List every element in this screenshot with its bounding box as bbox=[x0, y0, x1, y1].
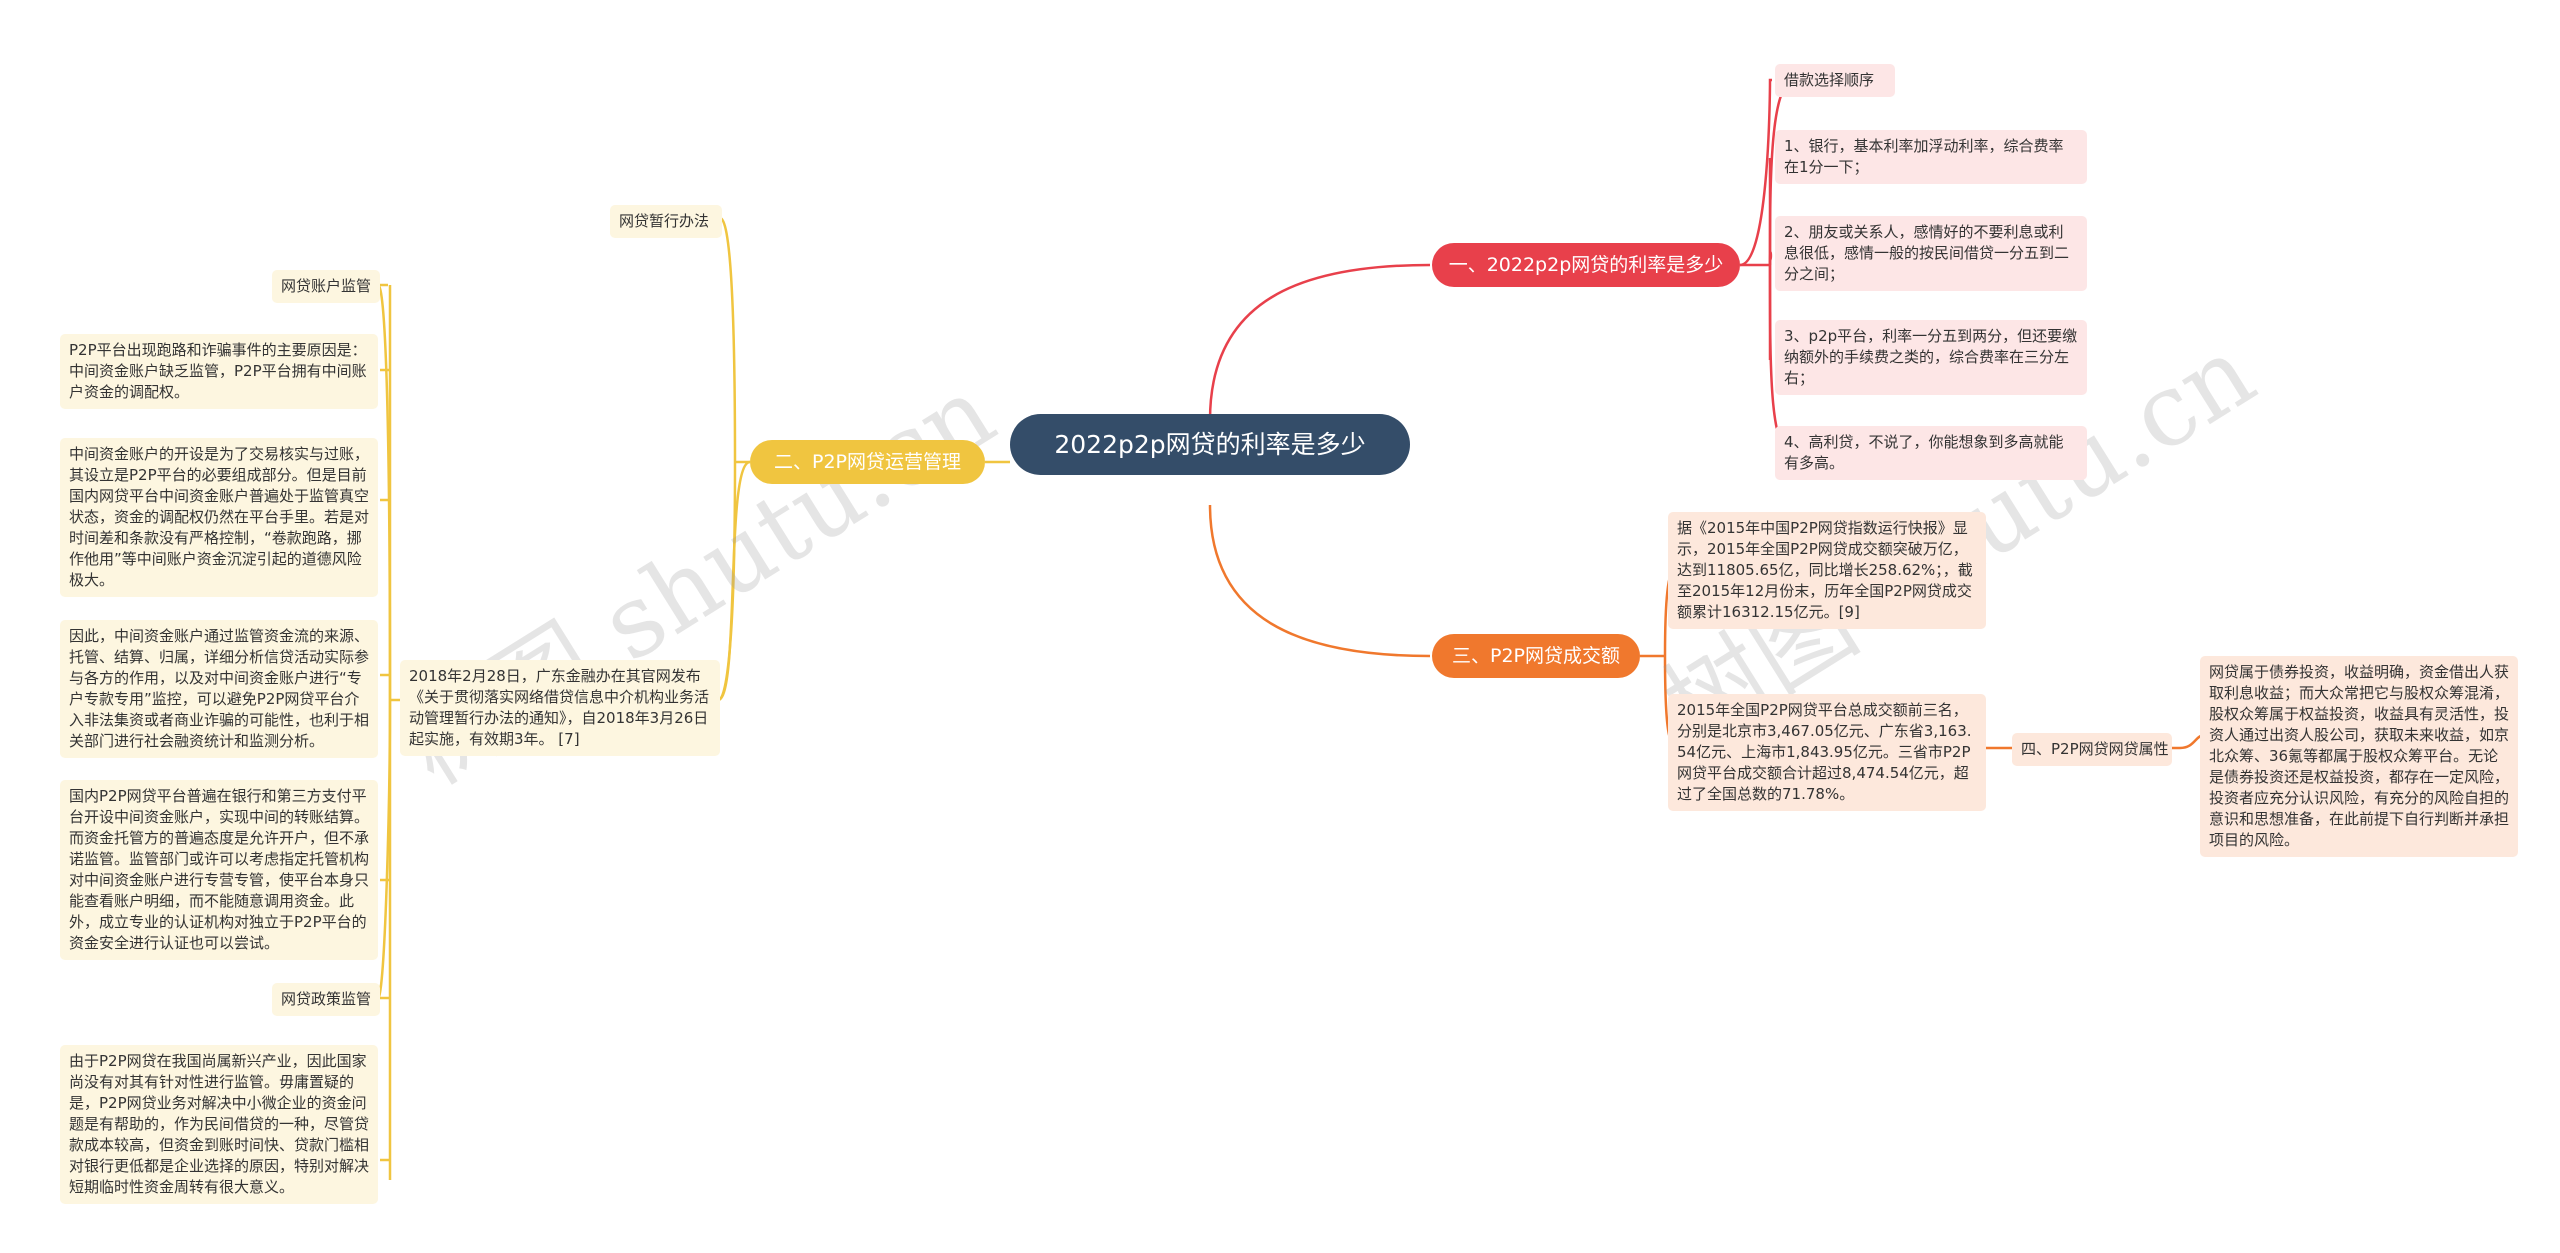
leaf-friends[interactable]: 2、朋友或关系人，感情好的不要利息或利息很低，感情一般的按民间借贷一分五到二分之… bbox=[1775, 216, 2087, 291]
leaf-attribute-text[interactable]: 网贷属于债券投资，收益明确，资金借出人获取利息收益；而大众常把它与股权众筹混淆，… bbox=[2200, 656, 2518, 857]
sub-topic-attribute[interactable]: 四、P2P网贷网贷属性 bbox=[2012, 733, 2172, 766]
branch-interest-rate[interactable]: 一、2022p2p网贷的利率是多少 bbox=[1432, 243, 1740, 287]
leaf-policy-text[interactable]: 由于P2P网贷在我国尚属新兴产业，因此国家尚没有对其有针对性进行监管。毋庸置疑的… bbox=[60, 1045, 378, 1204]
leaf-account-1[interactable]: P2P平台出现跑路和诈骗事件的主要原因是：中间资金账户缺乏监管，P2P平台拥有中… bbox=[60, 334, 378, 409]
leaf-bank[interactable]: 1、银行，基本利率加浮动利率，综合费率在1分一下； bbox=[1775, 130, 2087, 184]
leaf-2015-top3[interactable]: 2015年全国P2P网贷平台总成交额前三名，分别是北京市3,467.05亿元、广… bbox=[1668, 694, 1986, 811]
root-title: 2022p2p网贷的利率是多少 bbox=[1054, 430, 1366, 459]
leaf-account-2[interactable]: 中间资金账户的开设是为了交易核实与过账，其设立是P2P平台的必要组成部分。但是目… bbox=[60, 438, 378, 597]
leaf-interim-text[interactable]: 2018年2月28日，广东金融办在其官网发布《关于贯彻落实网络借贷信息中介机构业… bbox=[400, 660, 720, 756]
link-root-b3 bbox=[1208, 504, 1431, 658]
sub-topic-account-supervision[interactable]: 网贷账户监管 bbox=[272, 270, 380, 303]
leaf-account-3[interactable]: 因此，中间资金账户通过监管资金流的来源、托管、结算、归属，详细分析信贷活动实际参… bbox=[60, 620, 378, 758]
branch-label: 三、P2P网贷成交额 bbox=[1451, 645, 1620, 667]
branch-volume[interactable]: 三、P2P网贷成交额 bbox=[1432, 634, 1640, 678]
leaf-borrow-order[interactable]: 借款选择顺序 bbox=[1775, 64, 1895, 97]
leaf-usury[interactable]: 4、高利贷，不说了，你能想象到多高就能有多高。 bbox=[1775, 426, 2087, 480]
leaf-account-4[interactable]: 国内P2P网贷平台普遍在银行和第三方支付平台开设中间资金账户，实现中间的转账结算… bbox=[60, 780, 378, 960]
leaf-p2p[interactable]: 3、p2p平台，利率一分五到两分，但还要缴纳额外的手续费之类的，综合费率在三分左… bbox=[1775, 320, 2087, 395]
root-topic[interactable]: 2022p2p网贷的利率是多少 bbox=[1010, 414, 1410, 475]
leaf-2015-report[interactable]: 据《2015年中国P2P网贷指数运行快报》显示，2015年全国P2P网贷成交额突… bbox=[1668, 512, 1986, 629]
branch-operation[interactable]: 二、P2P网贷运营管理 bbox=[750, 440, 985, 484]
link-root-b1 bbox=[1208, 263, 1431, 421]
branch-label: 一、2022p2p网贷的利率是多少 bbox=[1448, 254, 1724, 276]
sub-topic-interim-measures[interactable]: 网贷暂行办法 bbox=[610, 205, 722, 238]
sub-topic-policy-supervision[interactable]: 网贷政策监管 bbox=[272, 983, 380, 1016]
branch-label: 二、P2P网贷运营管理 bbox=[773, 451, 961, 473]
